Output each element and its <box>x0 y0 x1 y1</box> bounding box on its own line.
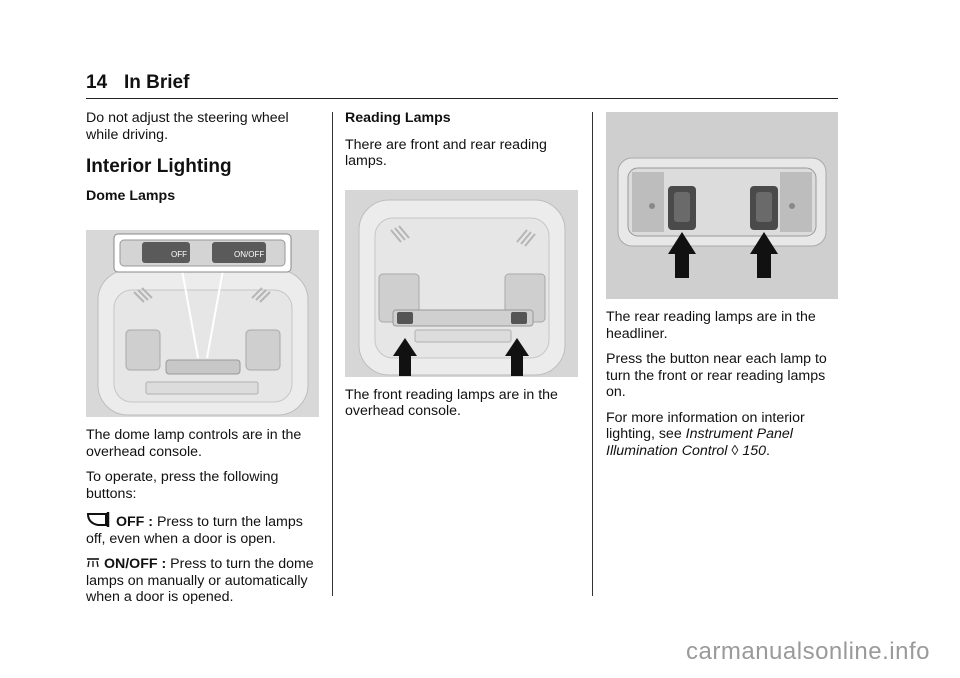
section-title: In Brief <box>124 72 190 93</box>
reference-symbol: ◊ <box>731 442 739 459</box>
image-onoff-label: ON/OFF <box>234 250 264 259</box>
off-instruction: OFF : Press to turn the lamps off, even … <box>86 511 322 547</box>
off-description: Press to turn the lamps off, even when a… <box>86 514 303 547</box>
off-button-label: OFF : <box>115 514 153 530</box>
reading-para-1: There are front and rear reading lamps. <box>345 136 547 170</box>
dome-para-2: To operate, press the following buttons: <box>86 469 279 502</box>
dome-lamps-heading: Dome Lamps <box>86 187 176 204</box>
onoff-description: Press to turn the dome lamps on manually… <box>86 556 314 605</box>
reference-link[interactable]: Instrument Panel Illumination Control <box>606 426 793 459</box>
reference-end: . <box>766 442 770 459</box>
watermark: carmanualsonline.info <box>686 638 930 665</box>
column-3: The rear reading lamps are in the headli… <box>606 110 838 468</box>
reading-para-2: The front reading lamps are in the overh… <box>345 386 558 420</box>
page-header: 14 In Brief <box>86 72 838 98</box>
header-rule <box>86 98 838 99</box>
image-off-label: OFF <box>171 250 187 259</box>
column-divider-2 <box>592 112 593 596</box>
front-reading-lamps-image <box>345 189 578 377</box>
dome-lamp-illustration: OFF ON/OFF <box>86 230 319 417</box>
rear-reading-lamp-illustration <box>606 112 838 299</box>
dome-on-icon <box>87 558 99 568</box>
reading-lamps-heading: Reading Lamps <box>345 110 451 126</box>
front-reading-lamp-illustration <box>345 189 578 377</box>
dome-para-1: The dome lamp controls are in the overhe… <box>86 427 302 460</box>
reference-prefix: For more information on interior lightin… <box>606 409 805 443</box>
dome-lamp-console-image: OFF ON/OFF <box>86 230 319 417</box>
column-2: Reading Lamps There are front and rear r… <box>345 110 579 429</box>
rear-para-2: Press the button near each lamp to turn … <box>606 351 827 400</box>
column-divider-1 <box>332 112 333 596</box>
rear-reading-lamps-image <box>606 112 838 299</box>
onoff-button-label: ON/OFF : <box>103 556 167 572</box>
intro-text: Do not adjust the steering wheel while d… <box>86 110 289 143</box>
rear-para-1: The rear reading lamps are in the headli… <box>606 309 816 342</box>
interior-lighting-heading: Interior Lighting <box>86 156 232 177</box>
page-number: 14 <box>86 72 108 93</box>
rear-para-3: For more information on interior lightin… <box>606 410 838 460</box>
onoff-instruction: ON/OFF : Press to turn the dome lamps on… <box>86 556 322 606</box>
reference-page[interactable]: 150 <box>742 442 767 459</box>
column-1: Do not adjust the steering wheel while d… <box>86 110 322 615</box>
dome-off-icon <box>86 512 110 527</box>
